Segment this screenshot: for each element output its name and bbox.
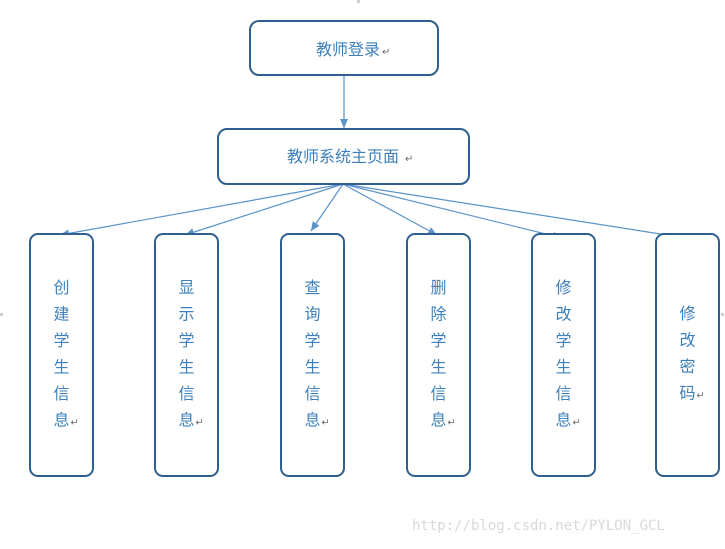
paragraph-mark-icon: ↵	[448, 418, 456, 429]
edge-home-to-child-3	[310, 183, 344, 232]
selection-handle-right	[721, 313, 724, 316]
node-teacher-system-home-label: 教师系统主页面	[287, 147, 399, 166]
node-teacher-system-home[interactable]: 教师系统主页面 ↵	[217, 128, 470, 185]
node-child-label-char: 修	[679, 304, 695, 323]
node-child-label-char: 信	[53, 384, 69, 403]
paragraph-mark-icon: ↵	[405, 154, 413, 165]
node-child-label-char: 显	[178, 278, 194, 297]
node-child-label-char: 示	[178, 305, 194, 324]
paragraph-mark-icon: ↵	[322, 418, 330, 429]
node-child-label-char: 信	[178, 384, 194, 403]
node-teacher-login-label: 教师登录	[316, 40, 380, 59]
node-child-label-char: 信	[304, 384, 320, 403]
node-child-label-char: 修	[555, 278, 571, 297]
node-teacher-login[interactable]: 教师登录 ↵	[249, 20, 439, 76]
edge-login-to-home	[340, 75, 348, 128]
node-child-label-char: 息	[430, 411, 446, 430]
node-child-label-char: 除	[430, 305, 446, 324]
node-child-label-char: 信	[430, 384, 446, 403]
node-child-label-char: 学	[430, 331, 446, 350]
edge-home-to-child-5	[342, 183, 563, 240]
node-child-label-char: 删	[430, 278, 446, 297]
node-child-label-char: 询	[304, 305, 320, 324]
node-child-label-char: 改	[679, 331, 695, 350]
node-child-label-char: 改	[555, 305, 571, 324]
node-child-label-char: 生	[53, 358, 69, 377]
node-child-label-char: 息	[53, 411, 69, 430]
node-child-label-char: 查	[304, 278, 320, 297]
selection-handle-left	[0, 313, 3, 316]
node-child-label-char: 学	[555, 331, 571, 350]
node-child-label-char: 生	[555, 358, 571, 377]
node-child-label-char: 生	[178, 358, 194, 377]
watermark: http://blog.csdn.net/PYLON_GCL	[412, 518, 665, 534]
arrowhead-icon	[311, 221, 320, 231]
paragraph-mark-icon: ↵	[382, 47, 390, 58]
paragraph-mark-icon: ↵	[71, 418, 79, 429]
node-child-label-char: 密	[679, 357, 695, 376]
paragraph-mark-icon: ↵	[196, 418, 204, 429]
node-child-label-char: 学	[178, 331, 194, 350]
node-child-label-char: 息	[555, 411, 571, 430]
paragraph-mark-icon: ↵	[697, 391, 705, 402]
node-child-label-char: 生	[430, 358, 446, 377]
arrowhead-icon	[340, 119, 348, 128]
node-child-label-char: 信	[555, 384, 571, 403]
node-child-label-char: 学	[53, 331, 69, 350]
node-child-label-char: 码	[679, 384, 695, 403]
node-child-label-char: 建	[53, 305, 69, 324]
node-child-label-char: 息	[178, 411, 194, 430]
node-child-label-char: 息	[304, 411, 320, 430]
node-child-label-char: 创	[53, 278, 69, 297]
paragraph-mark-icon: ↵	[573, 418, 581, 429]
selection-handle-top	[357, 0, 360, 3]
edge-home-to-child-2	[184, 183, 344, 237]
node-child-label-char: 学	[304, 331, 320, 350]
node-child-label-char: 生	[304, 358, 320, 377]
